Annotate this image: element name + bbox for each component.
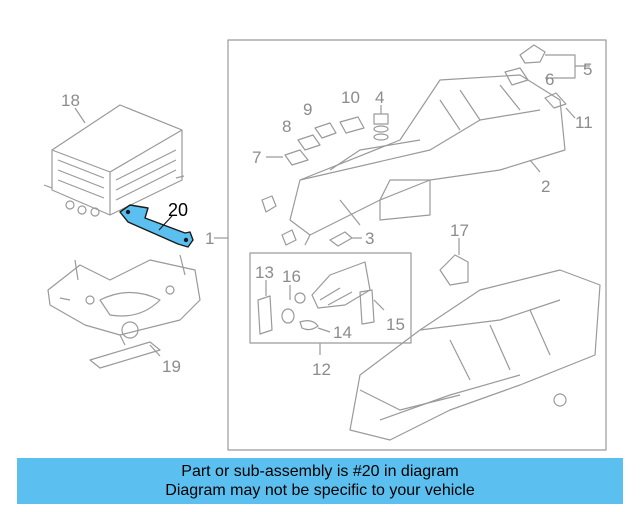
- label-20: 20: [168, 200, 188, 220]
- part-20-highlighted[interactable]: [119, 204, 194, 248]
- part-15[interactable]: [359, 289, 375, 325]
- label-14: 14: [333, 323, 352, 342]
- banner-line-2: Diagram may not be specific to your vehi…: [165, 482, 475, 499]
- label-2: 2: [541, 177, 550, 196]
- part-5-6[interactable]: [504, 44, 590, 86]
- label-11: 11: [575, 113, 593, 132]
- part-7-pad[interactable]: [284, 149, 309, 166]
- lower-bracket-part[interactable]: [47, 254, 201, 369]
- banner-line-1: Part or sub-assembly is #20 in diagram: [181, 463, 459, 480]
- part-11[interactable]: [544, 92, 567, 109]
- label-12: 12: [312, 360, 331, 379]
- label-17: 17: [450, 221, 469, 240]
- label-6: 6: [545, 70, 554, 89]
- part-13[interactable]: [257, 280, 273, 335]
- label-1: 1: [205, 229, 214, 248]
- label-7: 7: [252, 148, 261, 167]
- label-16: 16: [282, 267, 301, 286]
- label-9: 9: [303, 100, 312, 119]
- label-5: 5: [583, 60, 592, 79]
- assembly-frame: [227, 39, 607, 451]
- label-13: 13: [255, 263, 274, 282]
- part-10-pad[interactable]: [339, 116, 365, 134]
- label-4: 4: [375, 88, 384, 107]
- part-4[interactable]: [373, 105, 389, 141]
- part-12-bracket[interactable]: [311, 261, 371, 309]
- info-banner: Part or sub-assembly is #20 in diagram D…: [17, 458, 623, 504]
- part-17-bracket[interactable]: [439, 238, 469, 286]
- inverter-box-part[interactable]: [43, 104, 185, 217]
- label-18: 18: [61, 91, 80, 110]
- part-14[interactable]: [299, 320, 319, 331]
- part-9-pad[interactable]: [314, 122, 337, 139]
- label-10: 10: [341, 88, 360, 107]
- label-19: 19: [162, 357, 181, 376]
- label-8: 8: [282, 117, 291, 136]
- battery-lower-tray-part[interactable]: [349, 269, 601, 441]
- part-8-pad[interactable]: [297, 134, 321, 151]
- label-15: 15: [386, 315, 405, 334]
- part-3[interactable]: [329, 231, 362, 247]
- parts-diagram: 18 20 19 1 7 8 9 10 4 5 6 11 2 3 17 13 1…: [43, 39, 607, 451]
- part-16[interactable]: [281, 285, 306, 324]
- subassembly-frame: [249, 252, 412, 344]
- battery-upper-housing-part[interactable]: [289, 74, 566, 246]
- label-3: 3: [365, 229, 374, 248]
